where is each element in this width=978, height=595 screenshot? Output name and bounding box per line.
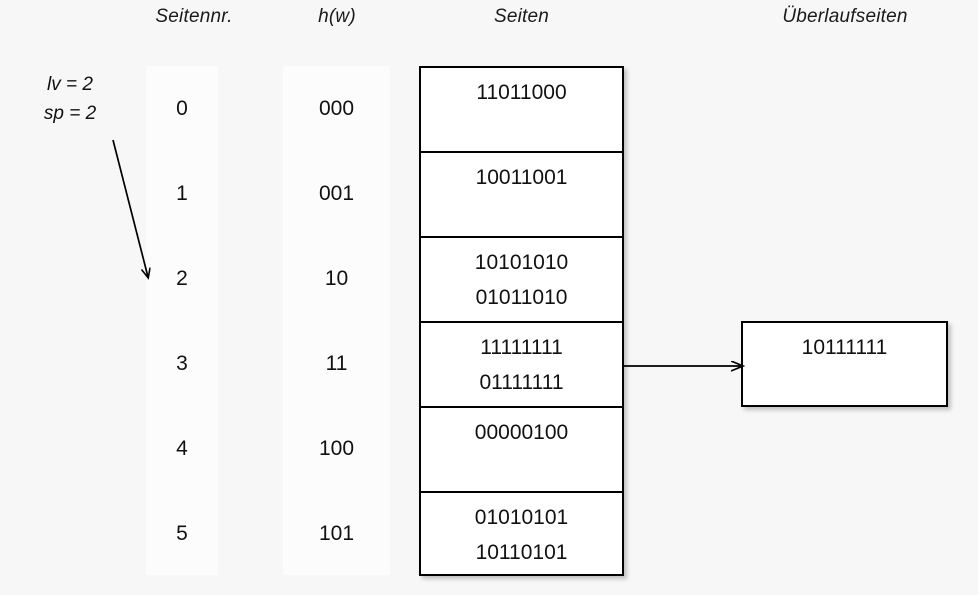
seitennr-value-5: 5	[176, 522, 188, 545]
param-lv: lv = 2	[47, 74, 93, 95]
hw-value-1: 001	[318, 182, 355, 205]
column-header-seitennr: Seitennr.	[155, 6, 233, 27]
seitennr-value-1: 1	[176, 182, 188, 205]
column-header-ueberlaufseiten: Überlaufseiten	[782, 6, 908, 27]
seiten-cell-line: 10011001	[475, 166, 568, 189]
seiten-cell-line: 11011000	[476, 81, 567, 104]
overflow-page-box: 10111111	[741, 321, 948, 407]
seitennr-column	[146, 66, 218, 575]
column-header-hw: h(w)	[318, 6, 356, 27]
hw-value-2: 10	[324, 267, 349, 290]
seiten-row: 11011000	[421, 68, 622, 153]
seitennr-value-0: 0	[176, 97, 188, 120]
seiten-row: 10101010 01011010	[421, 238, 622, 323]
overflow-cell-line: 10111111	[801, 336, 888, 359]
seitennr-value-2: 2	[176, 267, 188, 290]
seiten-row: 10011001	[421, 153, 622, 238]
seiten-cell-line: 01011010	[475, 286, 568, 309]
hw-value-3: 11	[325, 352, 348, 375]
seitennr-value-3: 3	[176, 352, 188, 375]
parameter-labels: lv = 2 sp = 2	[14, 70, 126, 128]
seiten-table: 11011000 10011001 10101010 01011010 1111…	[419, 66, 624, 576]
column-header-seiten: Seiten	[493, 6, 550, 27]
hw-value-0: 000	[318, 97, 355, 120]
seiten-cell-line: 10101010	[474, 251, 569, 274]
seiten-cell-line: 01010101	[474, 506, 569, 529]
seitennr-value-4: 4	[176, 437, 188, 460]
seiten-cell-line: 10110101	[475, 541, 568, 564]
seiten-row: 11111111 01111111	[421, 323, 622, 408]
seiten-row: 00000100	[421, 408, 622, 493]
sp-pointer-arrow	[112, 139, 148, 277]
hw-value-5: 101	[318, 522, 355, 545]
param-sp: sp = 2	[43, 103, 97, 124]
seiten-cell-line: 11111111	[480, 336, 563, 359]
hw-value-4: 100	[318, 437, 355, 460]
hw-column	[283, 66, 390, 575]
seiten-row: 01010101 10110101	[421, 493, 622, 578]
seiten-cell-line: 01111111	[479, 371, 564, 394]
seiten-cell-line: 00000100	[474, 421, 569, 444]
